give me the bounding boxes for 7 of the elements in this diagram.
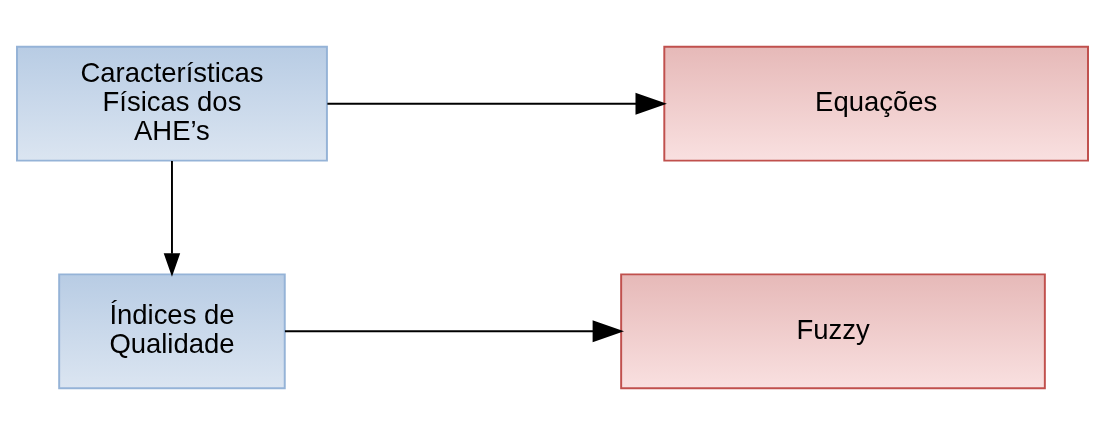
arrow [283, 320, 625, 343]
node-box: Equações [663, 45, 1089, 162]
node-box: Índices de Qualidade [58, 273, 286, 390]
arrow [163, 160, 181, 277]
node-box: Características Físicas dos AHE’s [16, 45, 328, 162]
arrow [326, 92, 667, 115]
node-box: Fuzzy [620, 273, 1046, 390]
